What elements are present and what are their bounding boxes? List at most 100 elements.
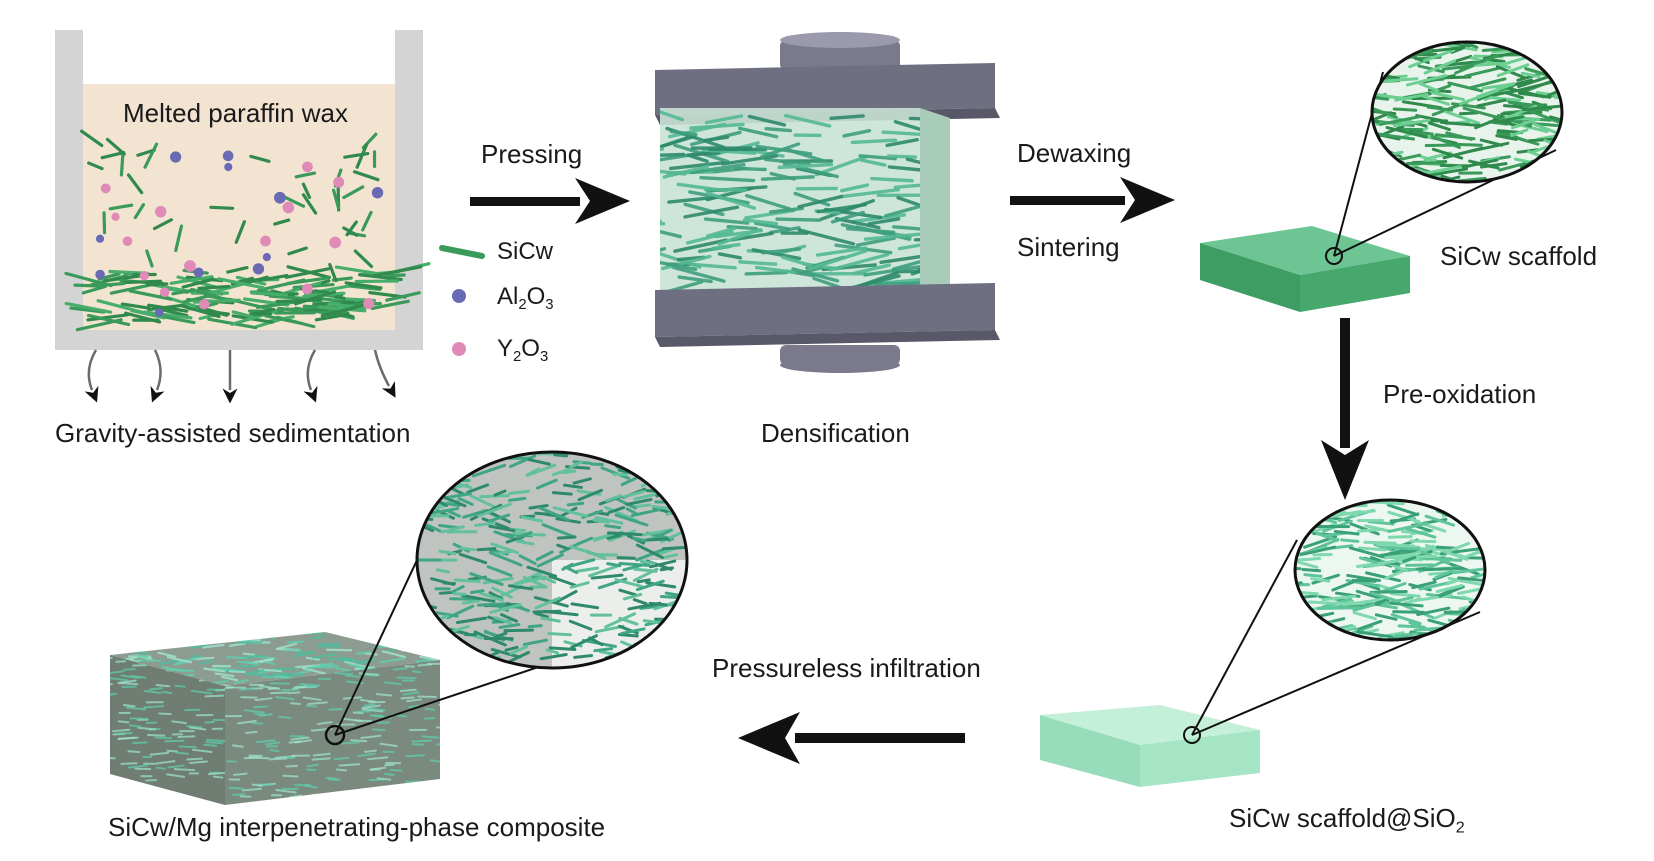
whisker: [202, 643, 225, 649]
whisker: [278, 800, 300, 805]
whisker: [449, 597, 477, 601]
whisker: [143, 142, 159, 169]
whisker: [360, 734, 382, 740]
whisker: [1311, 573, 1340, 585]
whisker: [859, 158, 887, 167]
whisker: [376, 777, 392, 781]
whisker: [401, 647, 424, 652]
whisker: [685, 230, 734, 245]
whisker: [429, 759, 440, 764]
whisker: [285, 632, 301, 635]
whisker: [1479, 500, 1485, 507]
whisker: [338, 763, 361, 767]
whisker: [171, 288, 196, 296]
whisker: [307, 701, 328, 706]
densification-caption: Densification: [761, 418, 910, 448]
whisker: [328, 708, 343, 711]
whisker: [185, 725, 203, 729]
whisker: [1316, 606, 1362, 611]
whisker: [1392, 42, 1423, 46]
whisker: [292, 652, 313, 658]
whisker: [573, 654, 594, 659]
whisker: [144, 801, 166, 805]
whisker: [686, 153, 709, 163]
whisker: [548, 574, 577, 587]
whisker: [326, 303, 364, 317]
whisker: [633, 567, 658, 573]
whisker: [406, 698, 423, 703]
whisker: [522, 638, 548, 646]
whisker: [1522, 104, 1562, 112]
whisker: [362, 673, 378, 677]
whisker: [191, 801, 210, 805]
whisker: [438, 590, 454, 595]
whisker: [1473, 621, 1485, 638]
whisker: [139, 797, 151, 800]
whisker: [1329, 510, 1362, 519]
whisker: [1454, 142, 1483, 147]
whisker: [124, 311, 162, 324]
whisker: [64, 271, 113, 288]
whisker: [491, 586, 514, 599]
whisker: [1356, 630, 1394, 639]
whisker: [344, 674, 361, 678]
whisker: [704, 114, 744, 125]
whisker: [267, 687, 280, 690]
whisker: [357, 752, 376, 757]
whisker: [332, 188, 341, 210]
whisker: [711, 242, 741, 251]
whisker: [1531, 122, 1559, 135]
whisker: [228, 642, 246, 647]
whisker: [384, 763, 395, 767]
whisker: [145, 778, 158, 782]
whisker: [1444, 612, 1476, 617]
oxide-particle: [329, 236, 342, 249]
drain-arrows: [84, 349, 396, 404]
whisker: [1455, 501, 1485, 508]
whisker: [1510, 117, 1539, 130]
whisker: [721, 154, 778, 166]
whisker: [1526, 47, 1549, 58]
whisker: [605, 494, 623, 503]
whisker: [830, 210, 865, 224]
whisker: [614, 513, 649, 527]
whisker: [405, 754, 425, 758]
whisker: [1387, 510, 1421, 523]
whisker: [1483, 631, 1485, 637]
whisker: [413, 640, 440, 648]
whisker: [738, 260, 778, 266]
whisker: [892, 269, 920, 274]
whisker: [347, 663, 369, 670]
whisker: [1321, 594, 1357, 602]
whisker: [1370, 591, 1399, 603]
whisker: [622, 490, 645, 499]
whisker: [1389, 592, 1421, 598]
whisker: [635, 579, 665, 592]
whisker: [1431, 147, 1464, 160]
whisker: [1496, 63, 1530, 78]
whisker: [1559, 70, 1562, 80]
whisker: [435, 665, 458, 668]
whisker: [280, 803, 302, 805]
whisker: [660, 152, 686, 157]
whisker: [139, 635, 163, 639]
whisker: [1462, 106, 1501, 120]
whisker: [568, 460, 584, 469]
whisker: [1387, 521, 1429, 533]
whisker: [679, 651, 687, 660]
whisker: [301, 193, 318, 215]
composite-block: [110, 450, 689, 805]
whisker: [1557, 42, 1562, 47]
whisker: [352, 711, 364, 715]
whisker: [639, 559, 656, 566]
whisker: [661, 622, 684, 633]
whisker: [379, 742, 398, 748]
whisker: [1367, 520, 1395, 526]
whisker: [446, 502, 461, 508]
whisker: [234, 220, 246, 244]
whisker: [436, 471, 456, 478]
whisker: [256, 669, 271, 675]
whisker: [233, 679, 249, 685]
oxide-particle: [193, 267, 204, 278]
sicw-scaffold-sio2: [1040, 498, 1487, 787]
